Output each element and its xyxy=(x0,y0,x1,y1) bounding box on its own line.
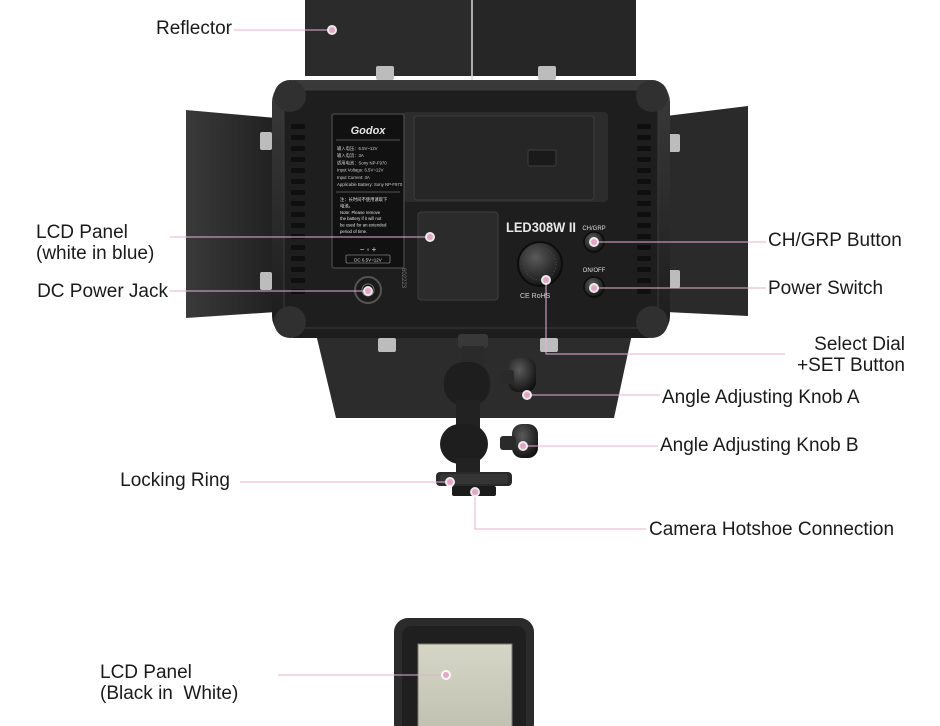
sticker-warning-line: be used for an extended xyxy=(340,223,387,228)
label-knob-b: Angle Adjusting Knob B xyxy=(660,435,859,456)
dc-spec-text: DC 6.5V~12V xyxy=(354,258,382,263)
vent-slot-left xyxy=(291,135,305,140)
locking-ring[interactable] xyxy=(436,472,512,486)
vent-slot-right xyxy=(637,289,651,294)
label-lcd-panel-white: LCD Panel (Black in White) xyxy=(100,662,239,704)
leader-dot-knob-a xyxy=(524,392,530,398)
vent-slot-right xyxy=(637,234,651,239)
serial-number: 602223 xyxy=(400,268,406,289)
sticker-spec-line: 输入电压：6.5V~12V xyxy=(337,145,378,152)
vent-slot-left xyxy=(291,223,305,228)
vent-slot-right xyxy=(637,179,651,184)
label-power-switch: Power Switch xyxy=(768,278,884,299)
vent-slot-right xyxy=(637,135,651,140)
vent-slot-right xyxy=(637,267,651,272)
cert-marks: CE RoHS xyxy=(520,293,551,300)
vent-slot-right xyxy=(637,278,651,283)
polarity-symbol: − ◦ + xyxy=(360,245,377,254)
leader-dot-lcd-blue xyxy=(427,234,433,240)
vent-slot-left xyxy=(291,157,305,162)
vent-slot-left xyxy=(291,190,305,195)
battery-plate xyxy=(402,112,608,202)
vent-slot-right xyxy=(637,146,651,151)
brand-logo: Godox xyxy=(351,125,387,137)
sticker-spec-line: Input Current: 3A xyxy=(337,175,370,180)
top-reflector-door xyxy=(305,0,636,106)
vent-slot-right xyxy=(637,190,651,195)
label-select-dial: Select Dial +SET Button xyxy=(797,334,905,376)
vent-slot-left xyxy=(291,168,305,173)
leader-dot-hotshoe xyxy=(472,489,478,495)
label-locking-ring: Locking Ring xyxy=(120,470,230,491)
sticker-spec-line: Input Voltage: 6.5V~12V xyxy=(337,168,384,173)
sticker-spec-line: 输入电流：3A xyxy=(337,152,364,159)
vent-slot-left xyxy=(291,267,305,272)
label-knob-a: Angle Adjusting Knob A xyxy=(662,387,860,408)
vent-slot-left xyxy=(291,146,305,151)
mount-arm xyxy=(440,334,490,472)
vent-slot-left xyxy=(291,256,305,261)
cooling-vents xyxy=(291,124,651,294)
vent-slot-left xyxy=(291,212,305,217)
angle-knob-b[interactable] xyxy=(500,424,538,458)
sticker-warning-line: 注：长时间不使用请取下 xyxy=(340,196,388,203)
vent-slot-left xyxy=(291,278,305,283)
on-off-text: ON/OFF xyxy=(583,268,606,274)
vent-slot-right xyxy=(637,256,651,261)
lcd-screen-blue xyxy=(417,211,499,301)
sticker-spec-line: 适用电池：Sony NP-F970 xyxy=(337,159,387,166)
leader-dot-ch-grp xyxy=(591,239,597,245)
ch-grp-text: CH/GRP xyxy=(582,226,605,232)
vent-slot-right xyxy=(637,124,651,129)
vent-slot-left xyxy=(291,124,305,129)
label-lcd-panel-blue: LCD Panel (white in blue) xyxy=(36,222,155,264)
sticker-spec-line: Applicable Battery: Sony NP-F970 xyxy=(337,182,403,187)
white-lcd-unit xyxy=(394,618,534,726)
vent-slot-left xyxy=(291,179,305,184)
sticker-warning-line: 电池。 xyxy=(340,202,353,208)
leader-line-hotshoe xyxy=(474,492,646,530)
leader-dot-knob-b xyxy=(520,443,526,449)
leader-line-dial xyxy=(545,280,785,355)
leader-dot-dial xyxy=(543,277,549,283)
lcd-screen-white xyxy=(417,643,513,726)
leader-dot-reflector xyxy=(329,27,335,33)
vent-slot-right xyxy=(637,157,651,162)
sticker-warning-line: period of time. xyxy=(340,229,367,234)
leader-dot-locking xyxy=(447,479,453,485)
vent-slot-right xyxy=(637,223,651,228)
label-hotshoe: Camera Hotshoe Connection xyxy=(649,519,895,540)
label-ch-grp-button: CH/GRP Button xyxy=(768,230,902,251)
select-dial[interactable] xyxy=(517,241,563,287)
leader-lines xyxy=(170,25,785,680)
vent-slot-right xyxy=(637,168,651,173)
sticker-warning-line: Note: Please remove xyxy=(340,210,381,215)
vent-slot-left xyxy=(291,201,305,206)
right-reflector-door xyxy=(666,106,748,316)
sticker-warning-line: the battery if it will not xyxy=(340,216,382,221)
label-reflector: Reflector xyxy=(155,18,232,39)
left-reflector-door xyxy=(186,110,276,318)
angle-knob-a[interactable] xyxy=(500,358,536,392)
leader-dot-power xyxy=(591,285,597,291)
model-text: LED308W II xyxy=(506,219,576,235)
vent-slot-right xyxy=(637,212,651,217)
vent-slot-right xyxy=(637,245,651,250)
vent-slot-left xyxy=(291,245,305,250)
vent-slot-right xyxy=(637,201,651,206)
leader-dot-lcd-white xyxy=(443,672,449,678)
leader-dot-dc-jack xyxy=(365,288,371,294)
label-dc-power-jack: DC Power Jack xyxy=(37,281,168,302)
